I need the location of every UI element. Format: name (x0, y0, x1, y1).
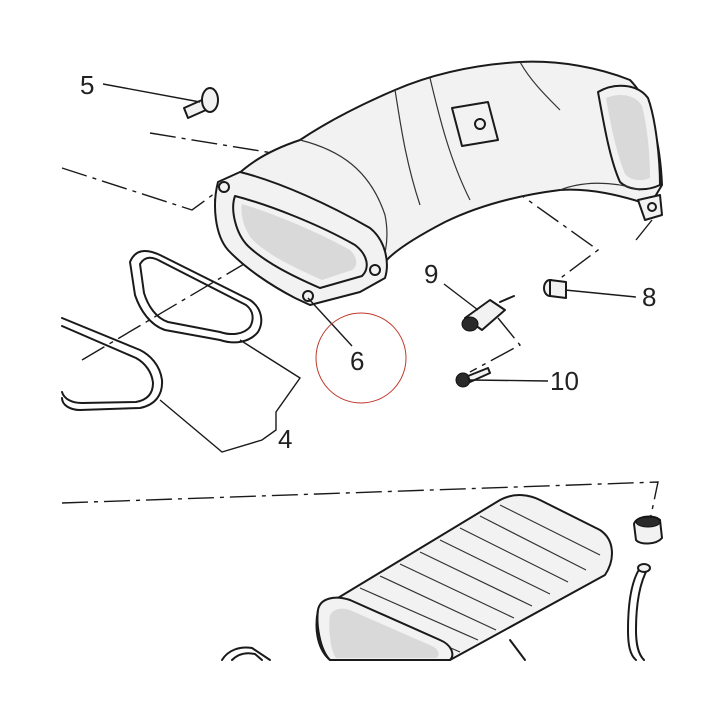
filter-frame-opening (329, 608, 439, 658)
sensor-9 (461, 295, 515, 332)
right-lug-line (635, 219, 653, 241)
callout-5: 5 (80, 70, 94, 100)
duct-outlet-inner (606, 94, 650, 181)
air-filter (315, 494, 613, 661)
sensor-9-pin (499, 295, 515, 303)
screw-5 (183, 87, 219, 119)
flange-hole-bottom-right (369, 264, 381, 276)
hose-assembly (627, 515, 663, 661)
gasket-set (61, 249, 263, 411)
duct-contour-5 (519, 61, 561, 111)
centerline-left-flange (61, 167, 223, 211)
mount-tab-hole (474, 118, 486, 130)
screw-10 (455, 367, 491, 388)
lower-gasket-fragment-edge (231, 652, 263, 661)
leader-9 (443, 283, 479, 311)
duct-contour-4 (559, 182, 641, 191)
grommet-top (635, 516, 661, 528)
flange-opening-depth (241, 204, 357, 280)
bushing-8-body (549, 279, 567, 299)
leader-lines (102, 83, 637, 453)
screw-10-shank (467, 367, 491, 383)
sensor-9-connector (461, 316, 479, 332)
hose-line-inner (635, 567, 649, 661)
centerline-part-9 (469, 317, 522, 373)
hose-end (637, 563, 651, 573)
gasket-outer-edge (61, 325, 154, 404)
duct-flange (214, 171, 388, 306)
hose-line (627, 567, 641, 661)
callout-9: 9 (424, 259, 438, 289)
leader-10 (469, 379, 549, 382)
bushing-8 (543, 279, 567, 299)
centerline-screw-5 (149, 132, 286, 156)
callout-8: 8 (642, 282, 656, 312)
callout-10: 10 (550, 366, 579, 396)
leader-4 (159, 339, 301, 453)
callout-4: 4 (278, 424, 292, 454)
leader-8 (564, 289, 637, 298)
gasket-inner-edge (139, 256, 254, 336)
leader-6 (307, 297, 353, 347)
gasket-outer (61, 317, 164, 411)
callout-6: 6 (350, 346, 364, 376)
gasket-inner (129, 249, 263, 344)
duct-contour-2 (394, 89, 421, 206)
flange-hole-top-left (218, 181, 230, 193)
leader-5 (102, 83, 201, 103)
screw-5-head (201, 87, 219, 113)
filter-support (509, 639, 526, 661)
lower-gasket-fragment (221, 646, 271, 661)
flange-hole-bottom (302, 290, 314, 302)
callout-6-highlight-circle (315, 312, 407, 404)
right-lug-hole (647, 202, 657, 212)
callout-labels: 5 9 8 6 10 4 (80, 70, 656, 454)
centerline-lower-horizontal (61, 481, 659, 521)
duct-contour-3 (429, 77, 471, 201)
